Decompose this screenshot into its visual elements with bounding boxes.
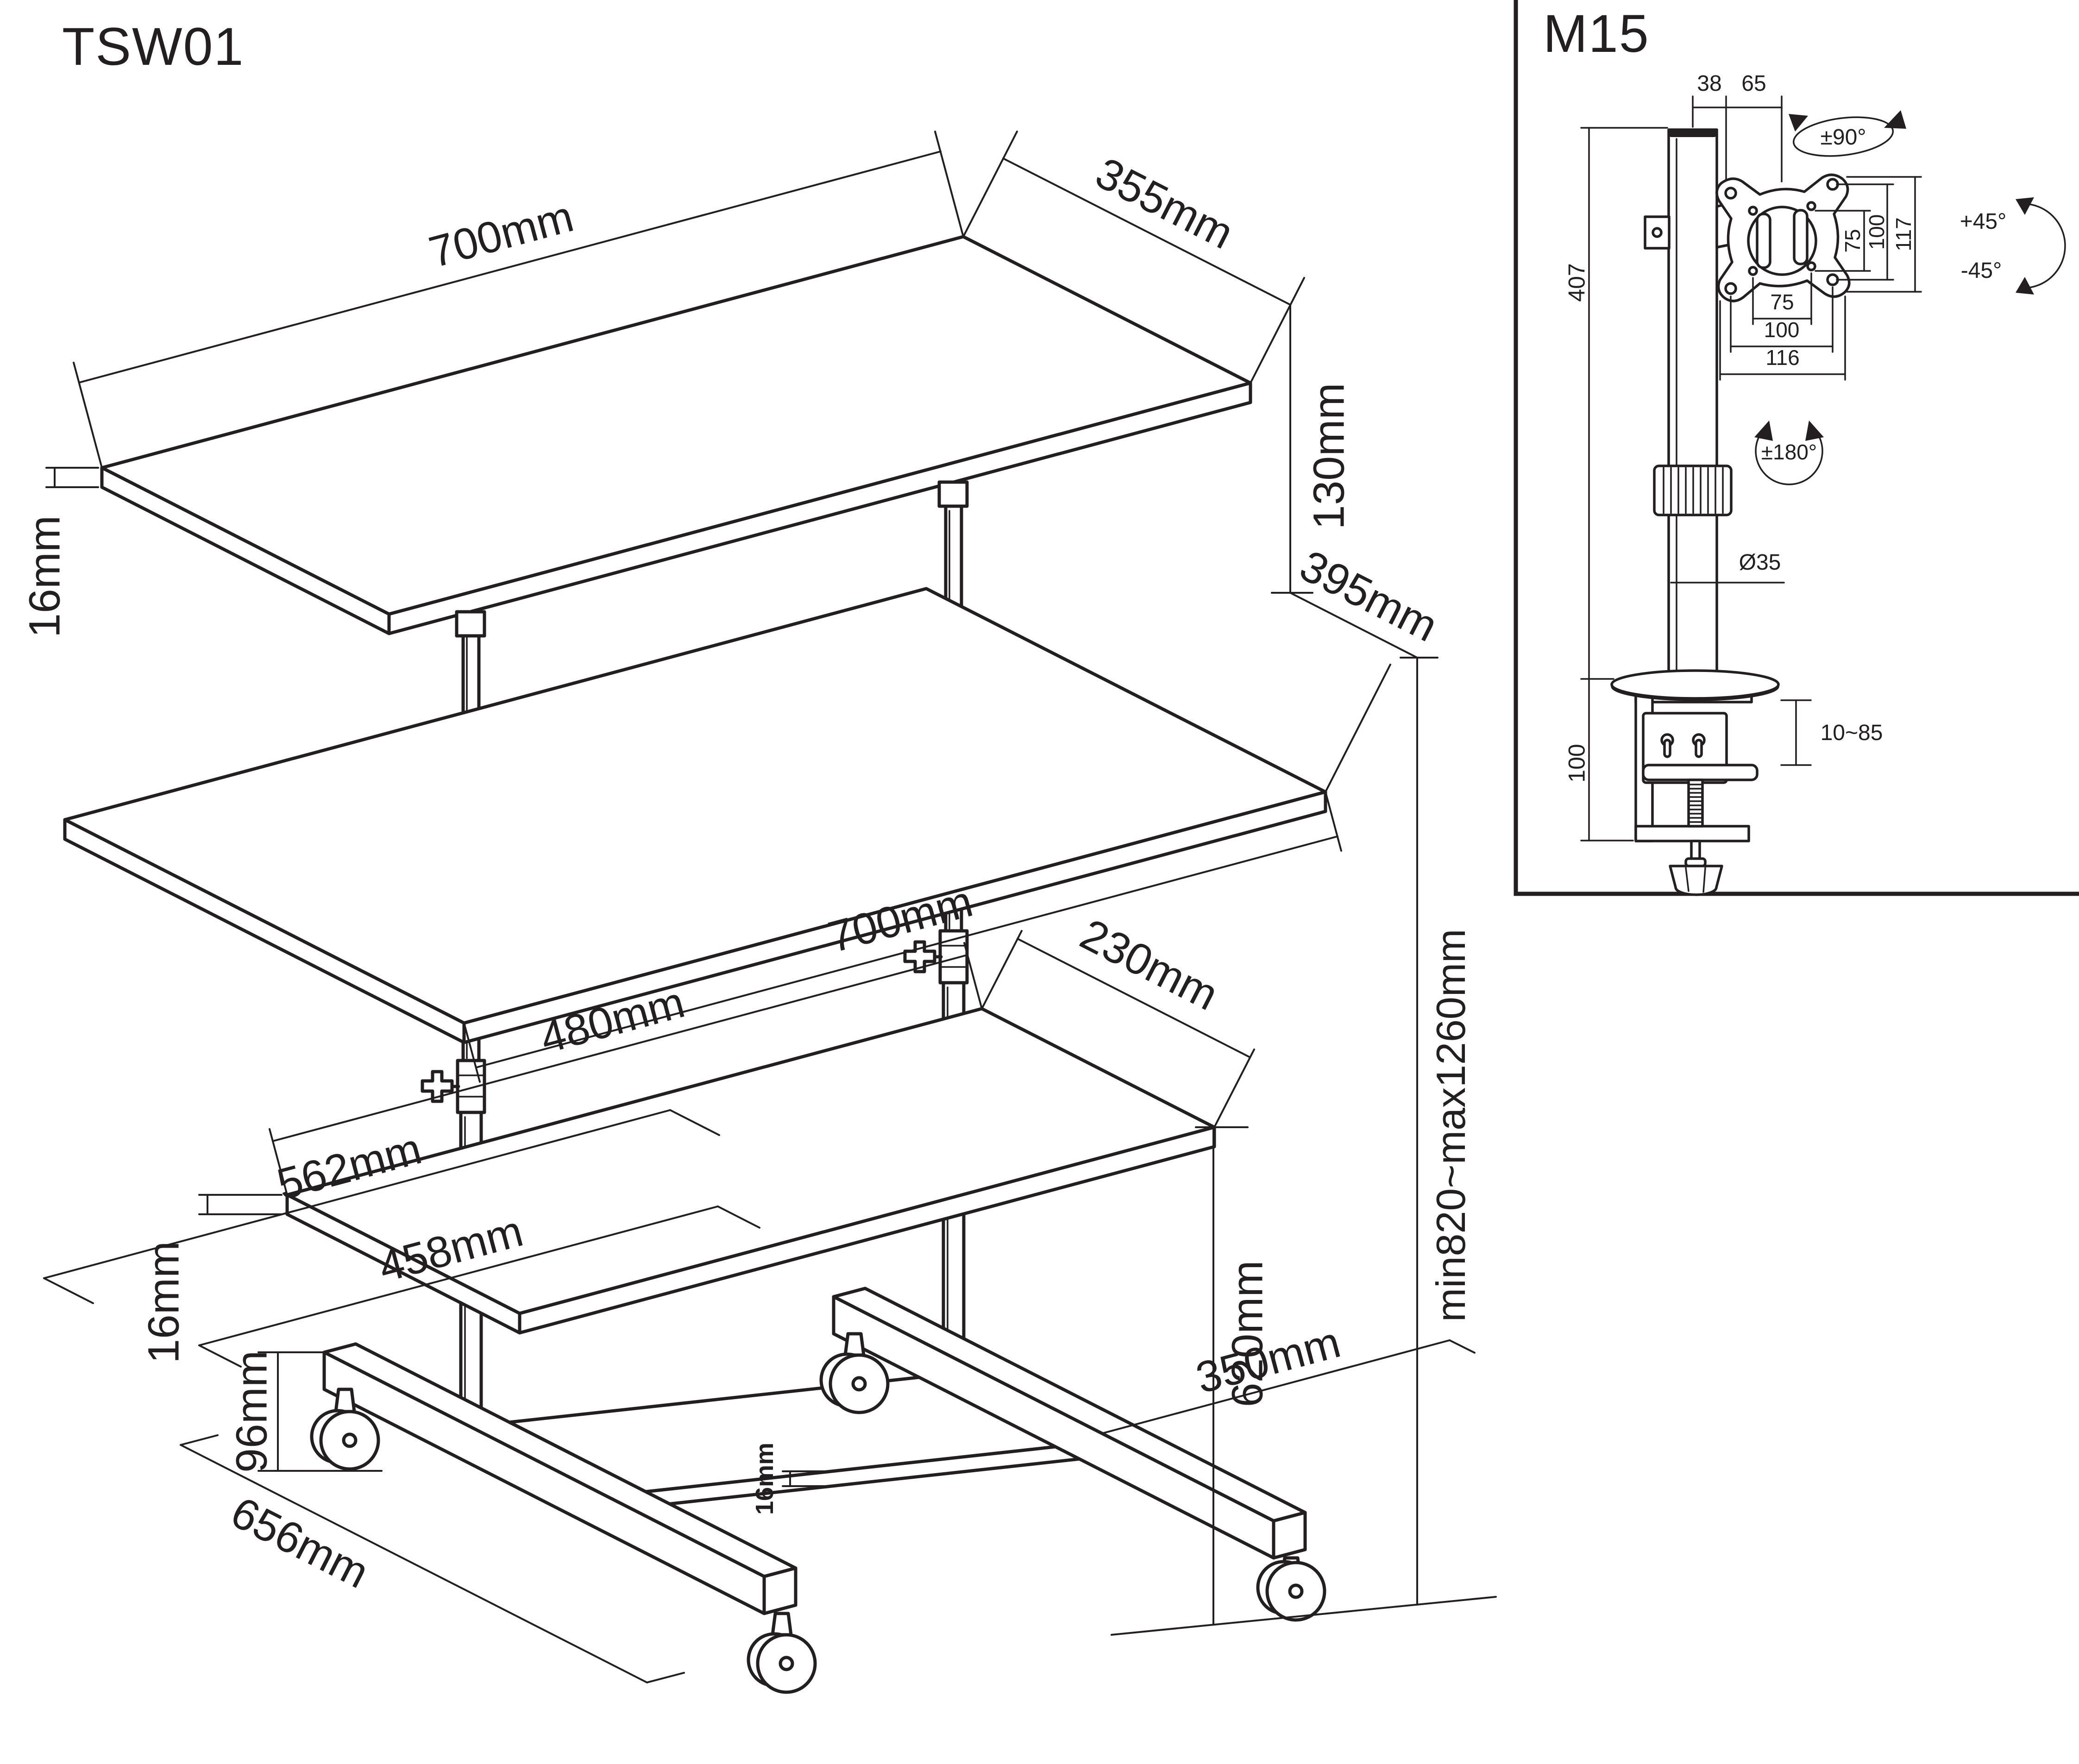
dim-clamp-opening-label: 10~85 xyxy=(1821,721,1883,745)
dim-mid-shelf-depth-label: 230mm xyxy=(1073,910,1225,1020)
floor-reference-line xyxy=(1111,1596,1497,1636)
dim-clamp-height-label: 100 xyxy=(1564,744,1590,782)
m15-pole xyxy=(1667,128,1718,680)
dim-pole-diameter: Ø35 xyxy=(1670,550,1785,584)
dim-top-thickness-label: 16mm xyxy=(20,515,69,638)
dim-base-depth-label: 656mm xyxy=(223,1488,376,1598)
dim-vesa-width-75-label: 75 xyxy=(1770,290,1794,314)
caster-icon xyxy=(310,1387,380,1471)
dim-riser-height: 130mm xyxy=(1271,304,1353,594)
swivel-annotation: ±90° xyxy=(1789,110,1906,157)
dim-plate-height-label: 117 xyxy=(1891,217,1916,251)
dim-plate-vertical: 75 100 117 xyxy=(1815,176,1922,293)
dim-mid-shelf-thickness: 16mm xyxy=(139,1194,283,1363)
rotation-arrow-icon xyxy=(1884,110,1906,129)
dim-overall-height-range-label: min820~max1260mm xyxy=(1428,929,1474,1322)
dim-pole-length: 407 100 xyxy=(1564,127,1668,841)
dim-base-shelf-width: 350mm xyxy=(1101,1318,1476,1447)
dim-plate-horizontal: 75 100 116 xyxy=(1719,272,1846,381)
caster-icon xyxy=(819,1332,890,1414)
dim-mid-shelf-thickness-label: 16mm xyxy=(139,1241,188,1363)
dim-base-shelf-thickness-label: 16mm xyxy=(751,1443,779,1515)
rotation-arrow-arc xyxy=(1755,430,1823,485)
dim-riser-height-label: 130mm xyxy=(1304,383,1353,530)
desk-top-surface xyxy=(100,235,1252,638)
dim-vesa-width-100-label: 100 xyxy=(1764,318,1800,342)
knob-icon xyxy=(421,1070,454,1103)
desk-keyboard-shelf xyxy=(63,587,1327,1044)
dim-vesa-height-75-label: 75 xyxy=(1840,229,1865,252)
rotation-arrow-icon xyxy=(2016,197,2034,215)
m15-panel: M15 407 100 38 65 xyxy=(1514,0,2079,896)
m15-vesa-plate xyxy=(1715,173,1851,302)
m15-clamp xyxy=(1634,684,1759,896)
dim-offset-65-label: 65 xyxy=(1741,71,1766,96)
caster-icon xyxy=(747,1612,817,1694)
rotation-arrow-icon xyxy=(1789,114,1808,132)
rotation-annotation: ±180° xyxy=(1754,421,1824,485)
tsw01-drawing: TSW01 xyxy=(20,17,1497,1694)
dim-base-height-label: 96mm xyxy=(227,1350,276,1473)
rotation-arrow-icon xyxy=(2016,277,2034,295)
dim-pole-length-label: 407 xyxy=(1564,263,1590,301)
knob-icon xyxy=(903,940,936,973)
desk-mid-shelf xyxy=(285,1007,1216,1335)
dim-desk-surface-height: 620mm xyxy=(1195,1126,1272,1626)
m15-desk-disc xyxy=(1610,669,1780,701)
dim-base-shelf-thickness: 16mm xyxy=(751,1443,837,1515)
dim-top-depth-label: 355mm xyxy=(1088,148,1241,258)
dim-vesa-height-100-label: 100 xyxy=(1865,214,1889,250)
rotation-arrow-icon xyxy=(1805,421,1824,441)
m15-title: M15 xyxy=(1543,4,1650,63)
tilt-down-label: -45° xyxy=(1961,258,2002,283)
dim-pole-diameter-label: Ø35 xyxy=(1739,550,1781,575)
clamp-screw xyxy=(1669,778,1723,896)
desk-base-frame xyxy=(322,1287,1307,1615)
tilt-annotation: +45° -45° xyxy=(1960,197,2066,295)
m15-panel-border xyxy=(1514,0,2079,896)
rotation-range-label: ±180° xyxy=(1761,440,1817,464)
dim-desk-surface-height-label: 620mm xyxy=(1223,1261,1272,1407)
swivel-range-label: ±90° xyxy=(1821,125,1866,150)
caster-icon xyxy=(1256,1556,1326,1622)
dim-top-thickness: 16mm xyxy=(20,467,99,638)
tsw01-title: TSW01 xyxy=(62,17,244,76)
dim-plate-width-label: 116 xyxy=(1765,345,1799,370)
dim-top-width-label: 700mm xyxy=(424,192,578,277)
dim-overall-height-range: min820~max1260mm xyxy=(1400,657,1474,1606)
dim-offset-38-label: 38 xyxy=(1697,71,1721,96)
rotation-arrow-icon xyxy=(1754,421,1773,441)
dim-top-offsets: 38 65 xyxy=(1692,71,1783,202)
tilt-arrow-arc xyxy=(2022,203,2066,289)
dim-base-height: 96mm xyxy=(227,1350,383,1473)
m15-height-collar xyxy=(1653,465,1733,516)
dim-desk-depth-label: 395mm xyxy=(1292,541,1445,651)
tilt-up-label: +45° xyxy=(1960,209,2007,234)
dim-desk-depth: 395mm xyxy=(1289,541,1445,793)
dim-clamp-opening: 10~85 xyxy=(1780,699,1883,766)
